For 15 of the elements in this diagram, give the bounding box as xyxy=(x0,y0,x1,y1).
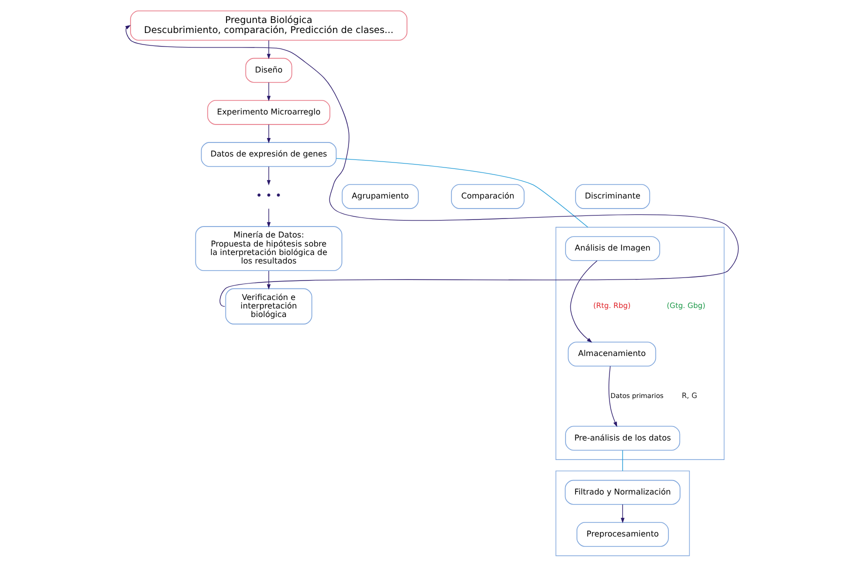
arrow xyxy=(266,270,271,290)
connector xyxy=(336,158,588,228)
arrow xyxy=(266,82,271,102)
node-text: • • • xyxy=(256,189,282,202)
connector xyxy=(622,450,623,472)
cluster xyxy=(556,226,724,460)
arrow xyxy=(620,504,625,524)
cluster xyxy=(556,470,690,556)
arrow xyxy=(570,260,598,343)
arrow xyxy=(266,166,271,186)
arrow xyxy=(266,124,271,144)
arrow xyxy=(266,208,271,228)
arrow xyxy=(266,40,271,60)
arrow xyxy=(608,366,618,428)
node-box: Pregunta Biológica Descubrimiento, comparación, Predicción de clases... xyxy=(130,10,408,41)
